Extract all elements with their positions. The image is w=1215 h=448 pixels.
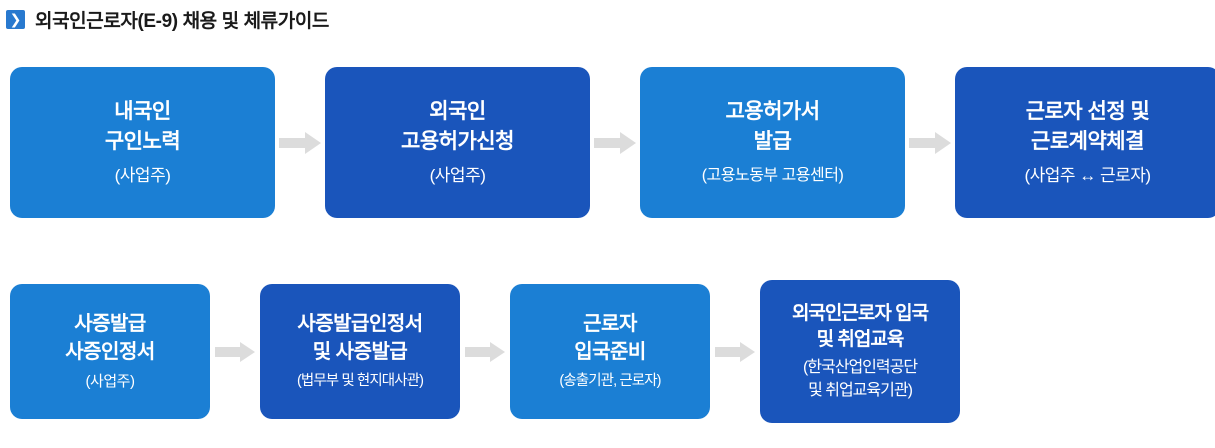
flow-step-1-actor: (사업주) [114,165,171,185]
flow-step-1-내국인-구인노력[interactable]: 내국인 구인노력 (사업주) [10,67,275,218]
flow-step-6-actor: (법무부 및 현지대사관) [296,373,424,389]
page-header: ❯ 외국인근로자(E-9) 채용 및 체류가이드 [0,0,1215,38]
page-title: 외국인근로자(E-9) 채용 및 체류가이드 [35,10,329,32]
flow-step-3-line-1: 고용허가서 [725,99,820,123]
flow-step-6-line-2: 및 사증발급 [312,341,408,363]
flow-step-2-line-1: 외국인 [429,99,486,123]
flow-step-8-actor-line-2: 및 취업교육기관) [808,382,913,399]
arrow-right-icon [590,130,640,156]
flow-step-8-외국인근로자-입국-및-취업교육[interactable]: 외국인근로자 입국 및 취업교육 (한국산업인력공단 및 취업교육기관) [760,280,960,423]
flow-step-7-actor: (송출기관, 근로자) [559,373,661,389]
process-flow-row-1: 내국인 구인노력 (사업주) 외국인 고용허가신청 (사업주) 고용허가서 발급… [10,67,1215,218]
flow-step-4-actor: (사업주 ↔ 근로자) [1024,165,1151,185]
flow-step-3-line-2: 발급 [753,129,792,153]
arrow-right-icon [210,340,260,364]
flow-step-2-line-2: 고용허가신청 [401,129,514,153]
flow-step-8-line-2: 및 취업교육 [816,329,905,350]
flow-step-4-line-1: 근로자 선정 및 [1025,99,1150,123]
flow-step-4-근로자-선정-및-근로계약체결[interactable]: 근로자 선정 및 근로계약체결 (사업주 ↔ 근로자) [955,67,1215,218]
flow-step-3-actor: (고용노동부 고용센터) [701,166,844,184]
flow-step-5-actor: (사업주) [85,373,135,390]
flow-step-8-line-1: 외국인근로자 입국 [791,303,929,324]
flow-step-6-line-1: 사증발급인정서 [297,313,423,335]
process-flow-row-2: 사증발급 사증인정서 (사업주) 사증발급인정서 및 사증발급 (법무부 및 현… [10,280,960,423]
flow-step-2-외국인-고용허가신청[interactable]: 외국인 고용허가신청 (사업주) [325,67,590,218]
flow-step-7-근로자-입국준비[interactable]: 근로자 입국준비 (송출기관, 근로자) [510,284,710,419]
flow-step-4-line-2: 근로계약체결 [1031,129,1144,153]
flow-step-5-사증발급-사증인정서[interactable]: 사증발급 사증인정서 (사업주) [10,284,210,419]
flow-step-7-line-2: 입국준비 [574,341,646,363]
flow-step-1-line-2: 구인노력 [104,129,181,153]
arrow-right-icon [275,130,325,156]
flow-step-3-고용허가서-발급[interactable]: 고용허가서 발급 (고용노동부 고용센터) [640,67,905,218]
arrow-right-icon [905,130,955,156]
flow-step-7-line-1: 근로자 [583,313,637,335]
flow-step-8-actor-line-1: (한국산업인력공단 [802,359,918,376]
flow-step-1-line-1: 내국인 [114,99,171,123]
flow-step-5-line-1: 사증발급 [74,313,146,335]
arrow-right-icon [460,340,510,364]
chevron-right-icon: ❯ [6,9,25,29]
flow-step-2-actor: (사업주) [429,165,486,185]
flow-step-5-line-2: 사증인정서 [65,341,155,363]
arrow-right-icon [710,340,760,364]
flow-step-6-사증발급인정서-및-사증발급[interactable]: 사증발급인정서 및 사증발급 (법무부 및 현지대사관) [260,284,460,419]
